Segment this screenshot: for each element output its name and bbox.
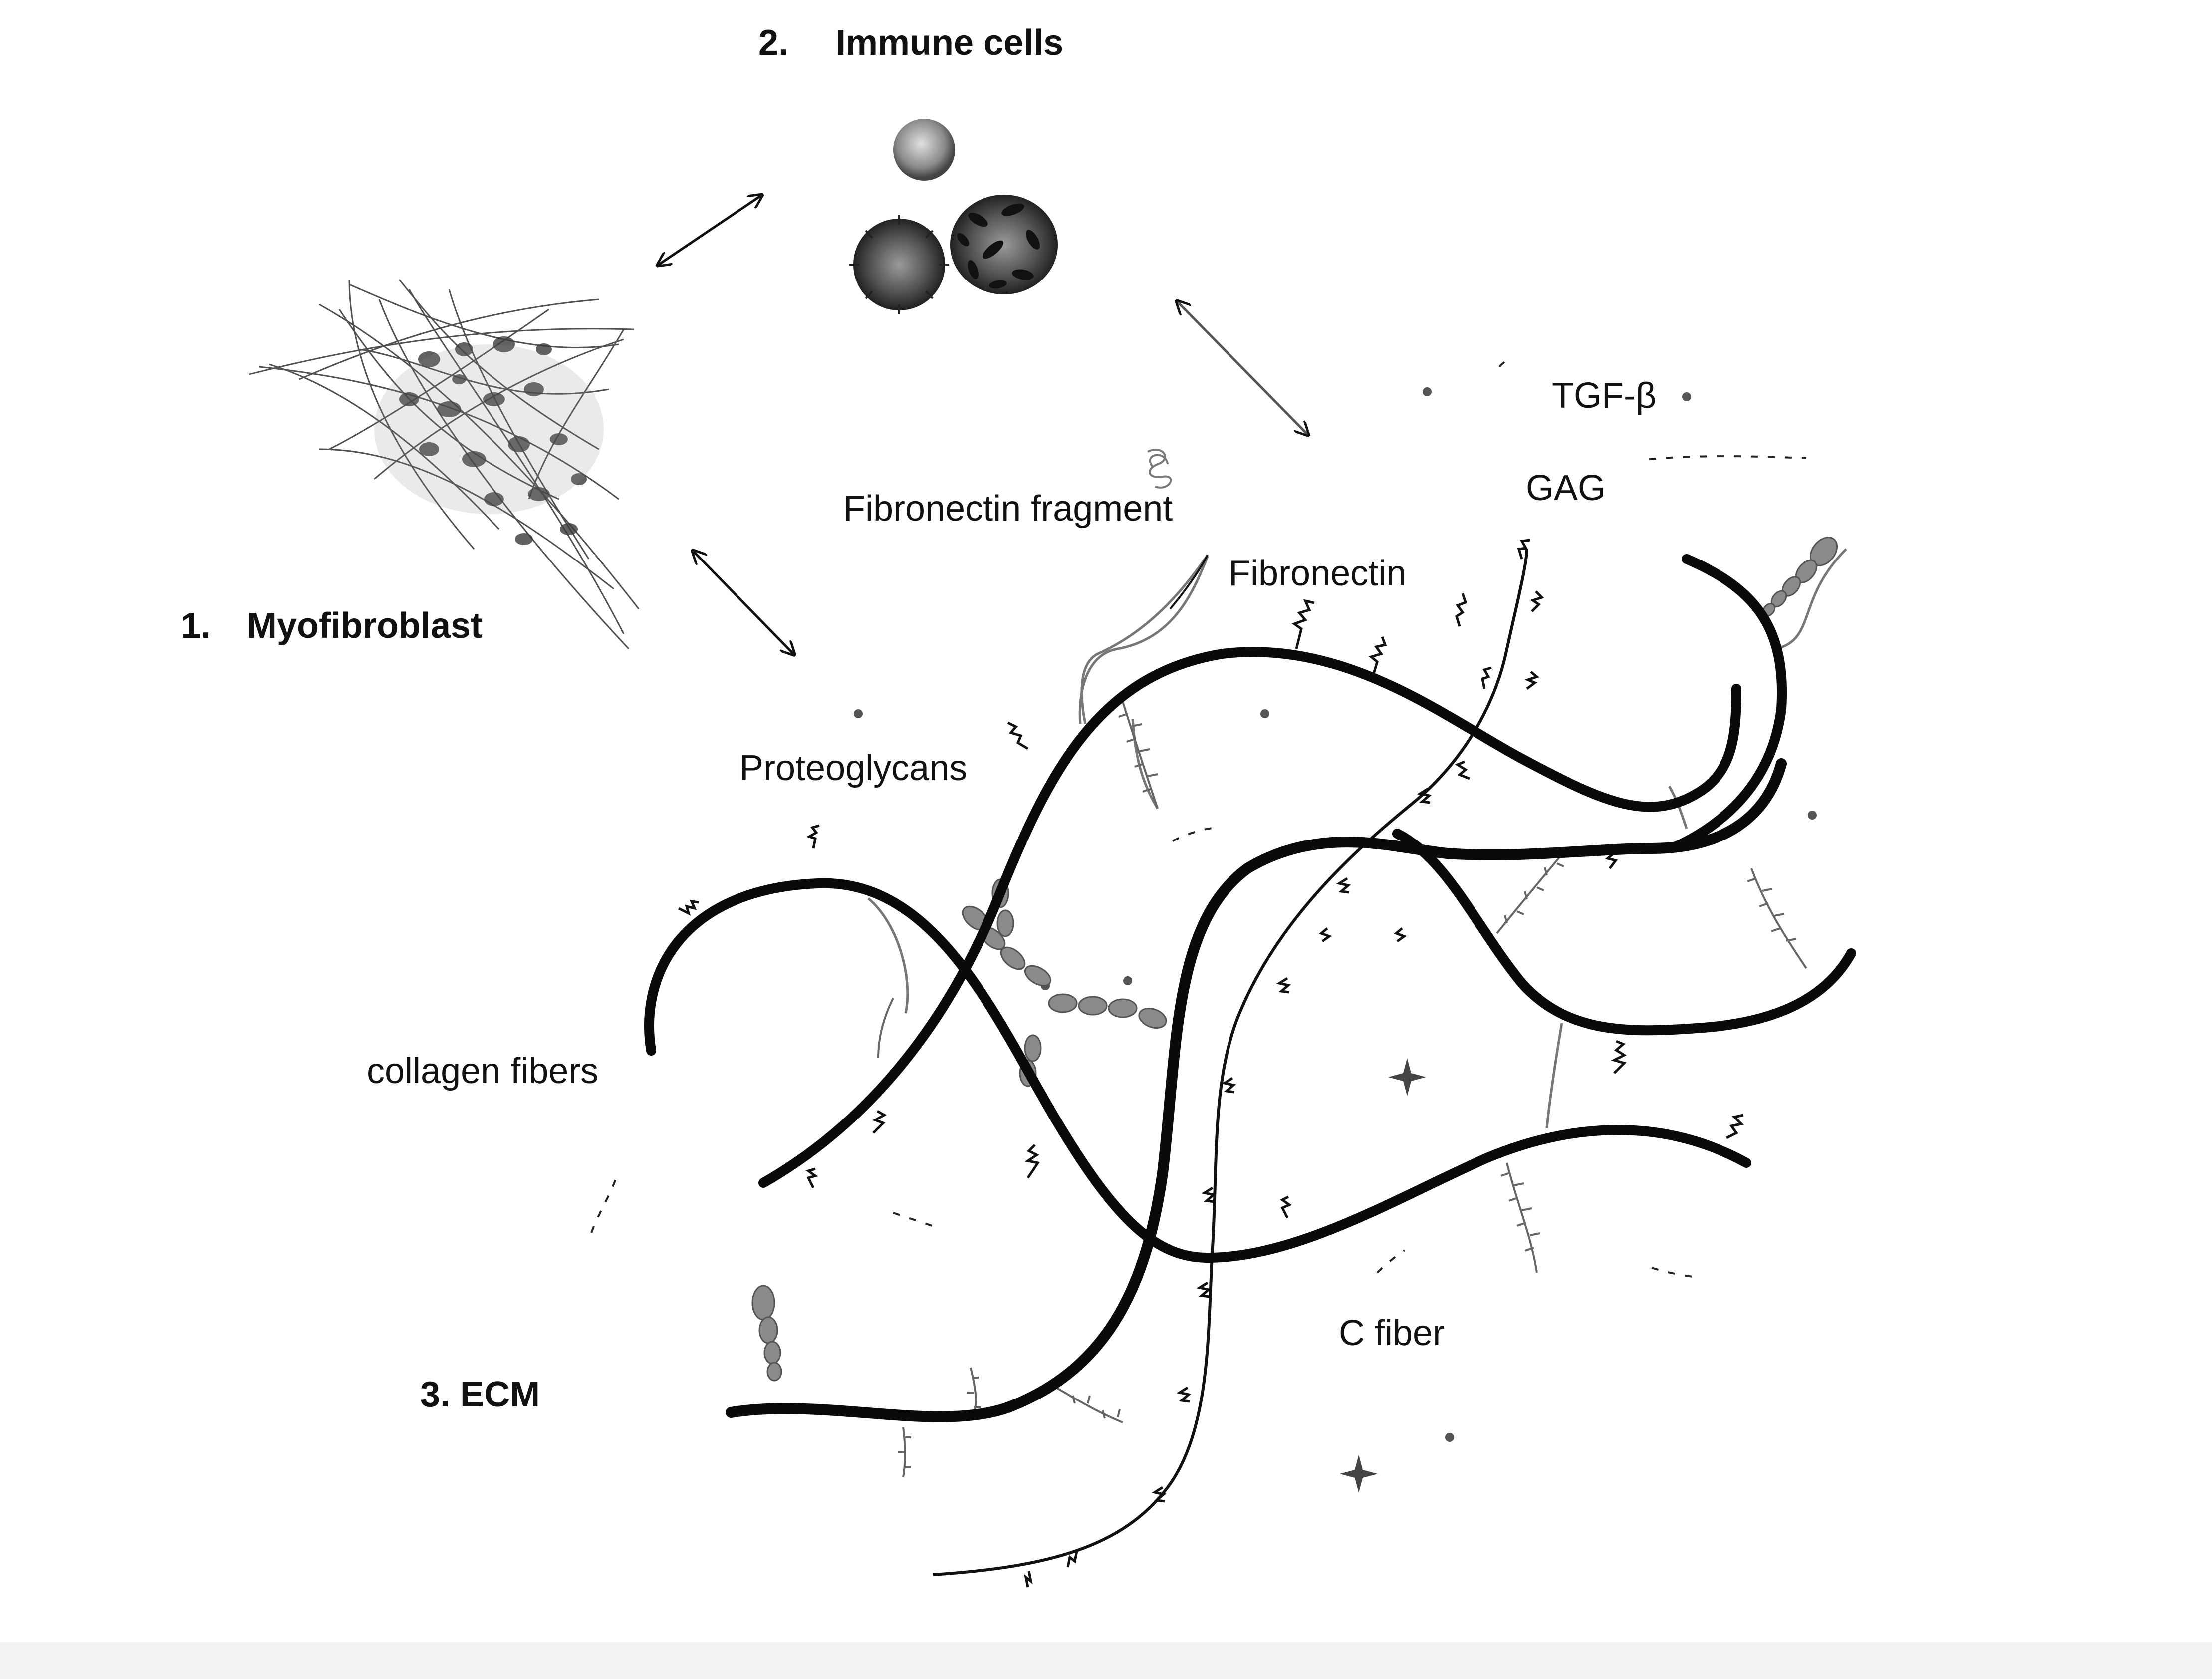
fibronectin-fragment-glyph	[1147, 448, 1172, 489]
gag-label: GAG	[1526, 468, 1606, 508]
proteoglycan-tufts-black	[678, 539, 1744, 1588]
interaction-arrows	[659, 196, 1307, 654]
immune-cell-small	[893, 119, 955, 181]
immune-cells-cluster	[849, 119, 1058, 314]
ecm-title: 3. ECM	[420, 1375, 540, 1414]
tgf-beta-label: TGF-β	[1552, 376, 1657, 416]
collagen-fiber-3	[726, 758, 1787, 1422]
collagen-fiber-2	[758, 647, 1741, 1188]
ecm-star-fragments	[1340, 1058, 1426, 1493]
c-fiber-label: C fiber	[1339, 1313, 1445, 1353]
collagen-fiber-4	[1667, 554, 1787, 853]
gag-fragments	[590, 357, 1807, 1279]
myofibroblast-number: 1.	[181, 606, 211, 646]
proteoglycan-brushes-grey	[877, 693, 1807, 1478]
fibronectin-fragment-label: Fibronectin fragment	[843, 489, 1173, 529]
collagen-fiber-1	[644, 878, 1751, 1263]
collagen-fibers	[644, 554, 1856, 1422]
arrow-myofibroblast-immune	[659, 196, 761, 265]
c-fiber-thin	[933, 549, 1528, 1576]
myofibroblast-cell	[249, 279, 640, 650]
myofibroblast-title: Myofibroblast	[247, 606, 483, 646]
ecm-network	[590, 357, 1856, 1588]
arrow-myofibroblast-ecm	[694, 552, 793, 654]
fibronectin-pointer-strand	[1169, 555, 1209, 610]
immune-cell-left	[849, 215, 949, 314]
immune-cells-title: Immune cells	[836, 23, 1064, 63]
fibronectin-label: Fibronectin	[1229, 554, 1407, 593]
fibronectin-thin-strand	[1080, 554, 1209, 724]
bottom-margin-strip	[0, 1642, 2212, 1679]
fibronectin-beads	[751, 537, 1838, 1382]
immune-cell-right	[950, 195, 1058, 294]
proteoglycans-label: Proteoglycans	[739, 748, 968, 788]
immune-cells-number: 2.	[758, 23, 789, 63]
collagen-fiber-5	[1392, 829, 1856, 1036]
tgf-beta-dots	[854, 387, 1817, 1442]
collagen-fibers-label: collagen fibers	[367, 1051, 599, 1091]
arrow-immune-ecm	[1178, 302, 1307, 434]
